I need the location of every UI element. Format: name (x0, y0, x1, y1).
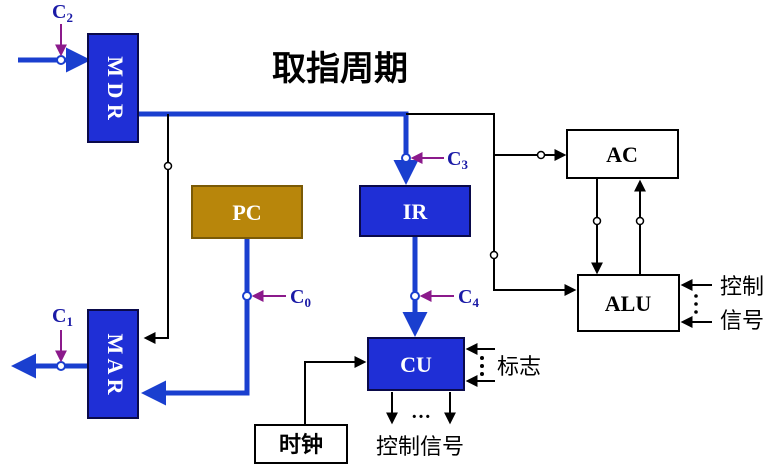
cu-label: CU (400, 352, 432, 377)
cu-flags-input (465, 343, 495, 387)
alu-unit: ALU (577, 274, 680, 332)
pc-register: PC (191, 185, 303, 239)
clock-label: 时钟 (279, 432, 323, 458)
mar-label: M A R (103, 333, 128, 395)
control-label-c3: C3 (447, 148, 468, 172)
control-label-c1: C1 (52, 305, 73, 329)
flags-dots (480, 356, 484, 376)
cu-signal-ellipsis: … (411, 401, 431, 423)
cu-control-signals-label: 控制信号 (376, 435, 464, 460)
alu-control-label-line2: 信号 (720, 309, 764, 334)
alu-control-label-line1: 控制 (720, 275, 764, 300)
mar-register: M A R (87, 309, 139, 419)
diagram-title: 取指周期 (272, 49, 408, 89)
alu-control-dots (694, 294, 698, 314)
cu-unit: CU (367, 337, 465, 391)
flags-label: 标志 (497, 355, 541, 380)
ir-label: IR (403, 199, 429, 224)
control-label-c4: C4 (458, 286, 479, 310)
mdr-register: M D R (87, 33, 139, 143)
pc-label: PC (232, 200, 261, 225)
ac-label: AC (606, 142, 638, 167)
alu-control-input (680, 279, 712, 328)
ir-register: IR (359, 185, 471, 237)
mdr-label: M D R (103, 56, 128, 121)
control-label-c2: C2 (52, 1, 73, 25)
clock-unit: 时钟 (254, 424, 348, 464)
ac-unit: AC (566, 129, 679, 179)
alu-label: ALU (605, 291, 652, 316)
control-arrows (55, 24, 454, 363)
control-label-c0: C0 (290, 286, 311, 310)
gate-circles (163, 150, 645, 260)
